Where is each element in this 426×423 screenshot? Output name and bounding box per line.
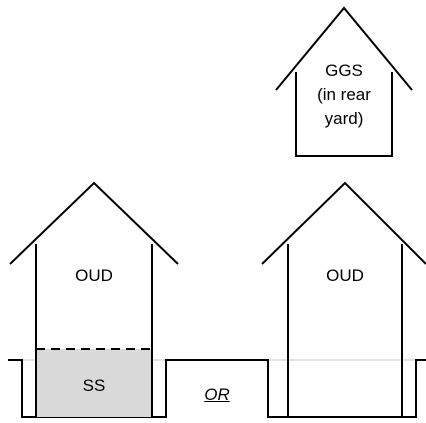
rear-yard-roof: [275, 6, 413, 91]
ggs-label-line1: GGS: [325, 61, 363, 80]
right-building: [261, 181, 426, 417]
oud-left-label: OUD: [75, 266, 113, 285]
secondary-suite-fill: [36, 349, 152, 417]
ss-label: SS: [82, 376, 106, 395]
oud-right-label: OUD: [326, 266, 364, 285]
right-roof: [261, 181, 426, 265]
grade-outline: [8, 359, 426, 418]
or-label: OR: [204, 385, 230, 404]
ggs-label-line2: (in rear: [317, 85, 371, 104]
rear-yard-building: [275, 6, 413, 157]
ggs-label-line3: yard): [324, 109, 364, 128]
left-roof: [9, 181, 179, 265]
left-building: [9, 181, 179, 417]
